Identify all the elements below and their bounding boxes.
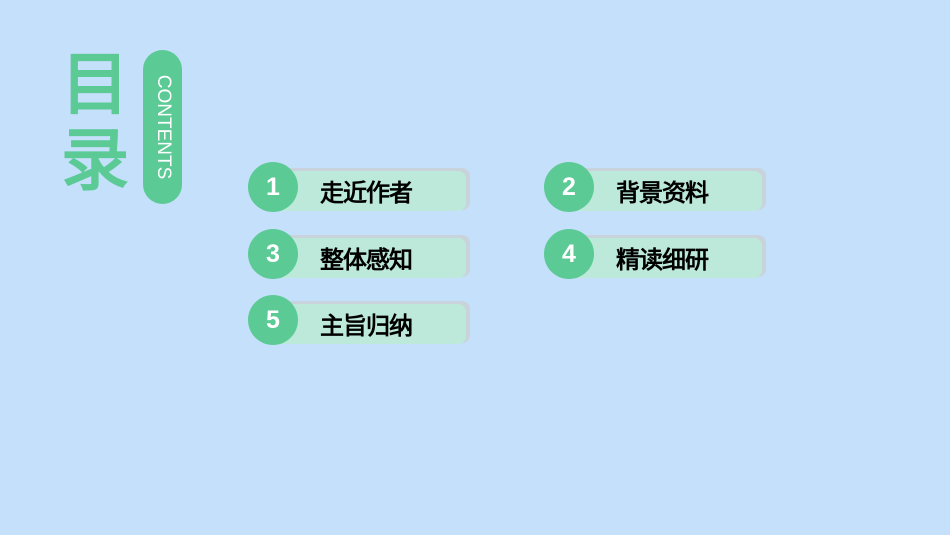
item-number-badge: 5 [248, 295, 298, 345]
item-bar [270, 171, 466, 211]
toc-item-2[interactable]: 2 背景资料 [544, 162, 766, 214]
title-char-mu: 目 [60, 46, 129, 125]
toc-item-3[interactable]: 3 整体感知 [248, 229, 470, 281]
item-number-badge: 1 [248, 162, 298, 212]
item-bar [566, 238, 762, 278]
toc-item-1[interactable]: 1 走近作者 [248, 162, 470, 214]
item-label: 整体感知 [320, 246, 413, 274]
item-number-badge: 4 [544, 229, 594, 279]
item-bar [566, 171, 762, 211]
item-label: 主旨归纳 [320, 312, 413, 340]
toc-item-4[interactable]: 4 精读细研 [544, 229, 766, 281]
item-number-badge: 2 [544, 162, 594, 212]
contents-badge: CONTENTS [143, 50, 182, 204]
contents-label: CONTENTS [152, 74, 174, 180]
title-char-lu: 录 [60, 122, 129, 201]
item-number-badge: 3 [248, 229, 298, 279]
item-bar [270, 304, 466, 344]
toc-item-5[interactable]: 5 主旨归纳 [248, 295, 470, 347]
item-label: 精读细研 [616, 246, 709, 274]
item-label: 背景资料 [616, 179, 709, 207]
item-bar [270, 238, 466, 278]
item-label: 走近作者 [320, 179, 413, 207]
